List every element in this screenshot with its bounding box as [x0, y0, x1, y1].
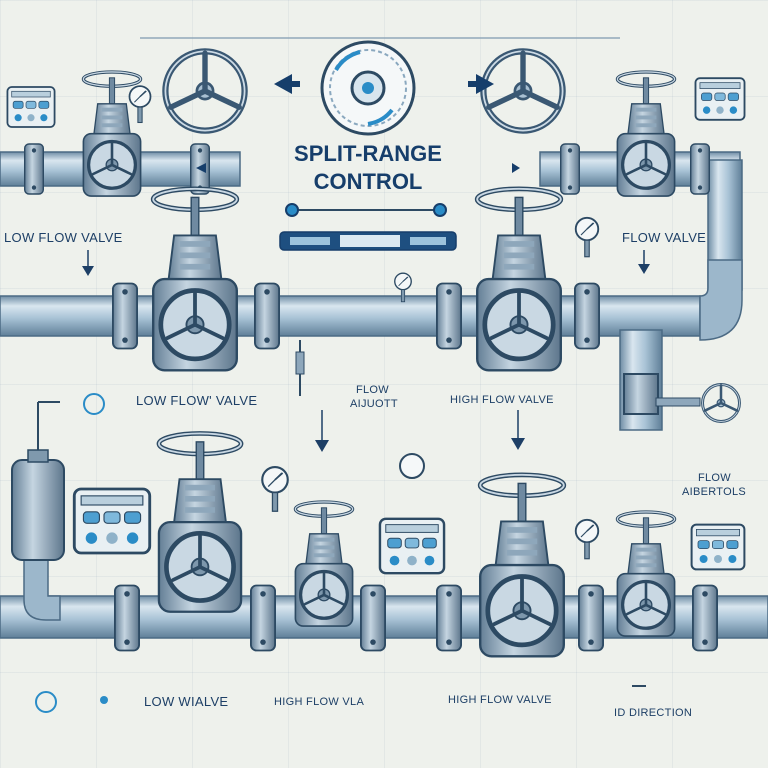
side-handwheel-valve [623, 373, 741, 423]
label-direction: ID DIRECTION [614, 707, 693, 719]
label-high-flow-bottom-left: HIGH FLOW VLA [274, 696, 365, 708]
handwheel-icon [483, 51, 562, 130]
control-panel-icon [690, 523, 746, 571]
handwheel-icon [165, 51, 244, 130]
bottom-right-gate-valve [615, 510, 677, 638]
control-panel-icon [6, 86, 56, 128]
top-right-gate-valve [617, 72, 674, 196]
label-high-flow-valve-bottom: HIGH FLOW VALVE [448, 694, 552, 706]
bottom-markers [35, 685, 646, 713]
title-line-2: CONTROL [313, 169, 423, 194]
control-panel-icon [378, 517, 446, 575]
control-panel-icon [694, 76, 746, 122]
label-flow-adjust-2: AIJUOTT [350, 398, 398, 410]
label-low-valve-bottom: LOW WIALVE [144, 694, 229, 709]
arrow-down-icon [82, 250, 650, 452]
diagram-title: SPLIT-RANGE CONTROL [268, 140, 468, 196]
arrow-left-icon [274, 74, 300, 94]
label-flow-aibertols-1: FLOW [698, 472, 731, 484]
arrow-right-icon [468, 74, 494, 94]
bottom-high-gate-valve [480, 475, 564, 656]
label-high-flow-valve-mid: HIGH FLOW VALVE [450, 394, 554, 406]
label-flow-adjust-1: FLOW [356, 384, 389, 396]
high-flow-gate-valve [477, 189, 561, 370]
tank-vessel [11, 401, 65, 561]
flow-markers [83, 163, 520, 479]
label-low-flow-valve-top: LOW FLOW VALVE [4, 230, 123, 245]
label-flow-valve-right: FLOW VALVE [622, 230, 707, 245]
low-flow-gate-valve [153, 189, 237, 370]
title-line-1: SPLIT-RANGE [294, 141, 442, 166]
pressure-gauge-icon [574, 216, 600, 258]
range-dial-icon [320, 40, 416, 136]
pressure-gauge-icon [574, 518, 600, 560]
bottom-low-gate-valve [159, 433, 241, 611]
bottom-small-gate-valve [293, 500, 355, 628]
control-panel-icon [74, 489, 149, 553]
label-low-flow-valve-mid: LOW FLOW' VALVE [136, 393, 258, 408]
pressure-gauge-icon [261, 465, 289, 513]
pressure-gauge-icon [128, 85, 152, 124]
split-range-bar [279, 231, 457, 251]
setpoint-slider [285, 203, 447, 217]
label-flow-aibertols-2: AIBERTOLS [682, 486, 747, 498]
